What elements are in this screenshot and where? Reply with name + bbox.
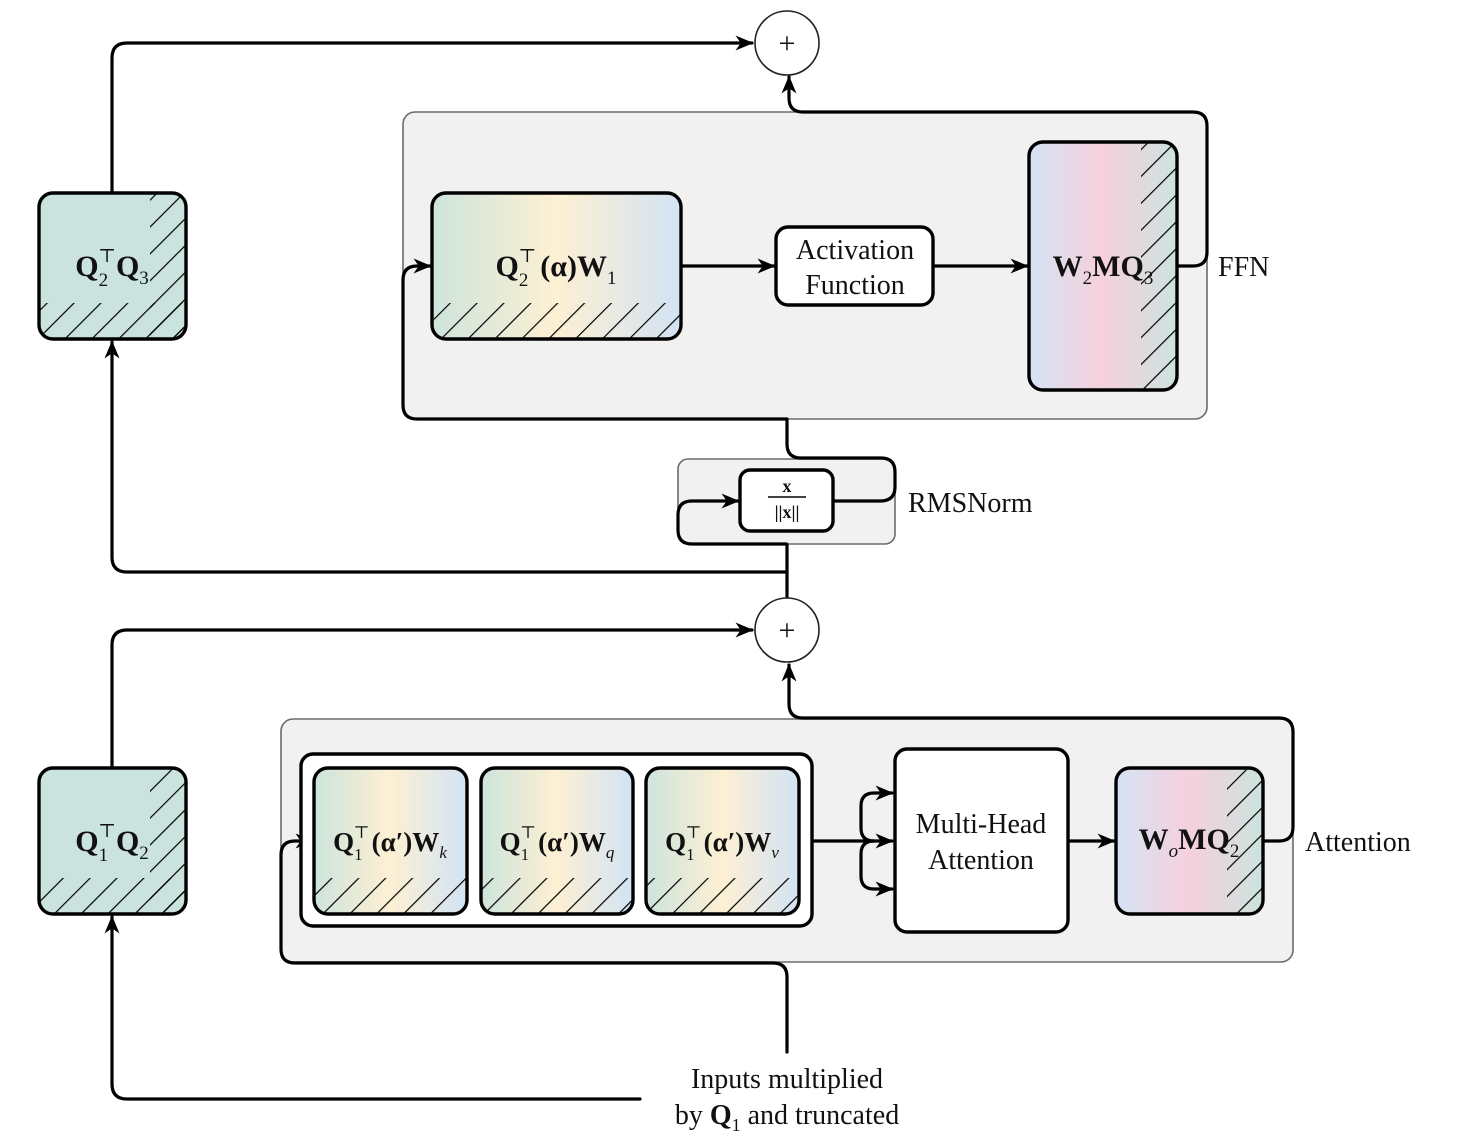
block-label: Q1⊤(α′)Wq	[500, 823, 615, 864]
plus-icon: +	[779, 27, 796, 60]
block-attn-wk: Q1⊤(α′)Wk	[312, 766, 469, 916]
block-label: Q1⊤(α′)Wv	[665, 823, 779, 864]
adder-bottom: +	[754, 597, 820, 663]
qkv-to-mha-arrow-top	[859, 785, 894, 843]
ffn-label: FFN	[1218, 252, 1269, 283]
block-ffn-w2: W2MQ3	[1027, 140, 1179, 392]
residual-wire-bottom	[110, 622, 754, 770]
plus-icon: +	[779, 614, 796, 647]
ffn-output-wire	[781, 75, 1209, 268]
rmsnorm-numerator: x	[783, 476, 792, 496]
block-label: Q1⊤(α′)Wk	[333, 823, 447, 864]
block-label: Q1⊤Q2	[75, 821, 149, 866]
attention-output-wire	[781, 663, 1295, 843]
block-ffn-w1: Q2⊤(α)W1	[430, 191, 683, 341]
input-wire-to-q1q2	[104, 915, 642, 1101]
rmsnorm-denominator: ||x||	[775, 502, 800, 522]
attention-label: Attention	[1305, 827, 1411, 858]
mha-line2: Attention	[928, 845, 1034, 876]
multi-head-attention-box: Multi-Head Attention	[893, 747, 1070, 934]
ffn-input-wire	[401, 258, 897, 503]
block-attn-wo: WoMQ2	[1114, 766, 1265, 916]
rmsnorm-box: x ||x||	[738, 468, 835, 533]
rmsnorm-label: RMSNorm	[908, 488, 1033, 519]
activation-line1: Activation	[796, 235, 914, 266]
input-caption-line2: by Q1 and truncated	[675, 1100, 899, 1135]
block-q2t-q3: Q2⊤Q3	[37, 191, 188, 341]
block-label: Q2⊤(α)W1	[496, 246, 617, 291]
qkv-to-mha-arrow-bottom	[859, 839, 894, 897]
input-caption-line1: Inputs multiplied	[691, 1064, 883, 1095]
block-attn-wq: Q1⊤(α′)Wq	[479, 766, 635, 916]
block-label: Q2⊤Q3	[75, 246, 149, 291]
activation-function-box: Activation Function	[774, 225, 935, 307]
attention-input-wire	[279, 833, 789, 1054]
block-label: WoMQ2	[1139, 823, 1240, 862]
block-attn-wv: Q1⊤(α′)Wv	[644, 766, 801, 916]
rmsnorm-input-wire	[676, 493, 789, 614]
block-q1t-q2: Q1⊤Q2	[37, 766, 188, 916]
adder-top: +	[754, 10, 820, 76]
residual-wire-to-q2q3	[104, 340, 789, 574]
activation-line2: Function	[805, 270, 905, 301]
block-label: W2MQ3	[1053, 250, 1154, 289]
mha-line1: Multi-Head	[916, 809, 1047, 840]
residual-wire-top	[110, 35, 754, 195]
